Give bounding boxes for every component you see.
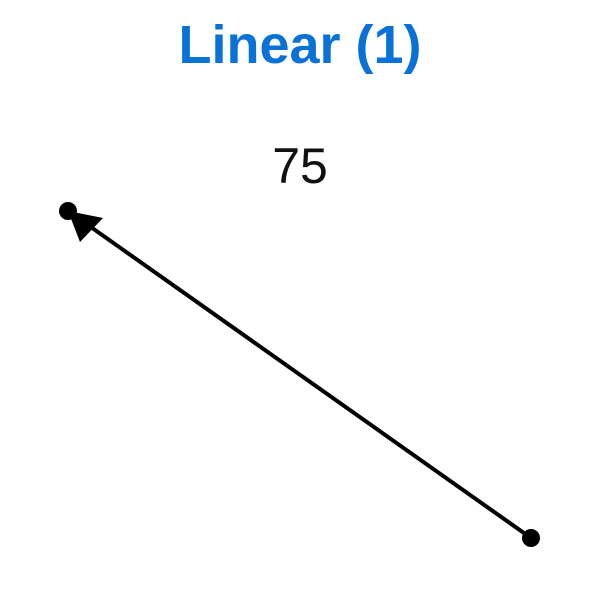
start-endpoint[interactable] bbox=[522, 529, 540, 547]
diagram-title: Linear (1) bbox=[178, 15, 422, 75]
value-label: 75 bbox=[272, 138, 328, 194]
arrowhead-icon bbox=[68, 211, 103, 242]
connector-line bbox=[86, 223, 533, 540]
end-endpoint[interactable] bbox=[59, 202, 77, 220]
